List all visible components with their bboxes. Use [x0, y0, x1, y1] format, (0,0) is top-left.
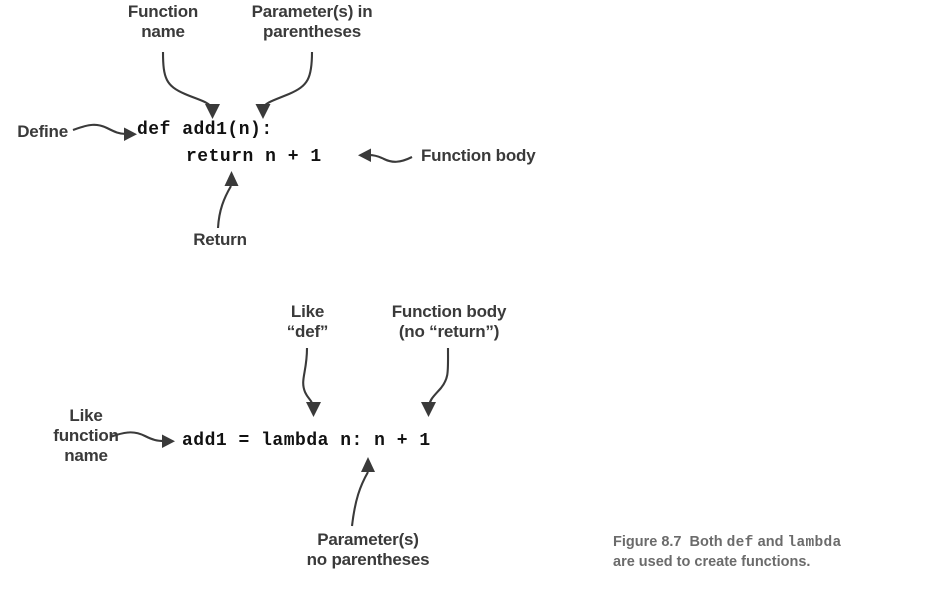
label-return: Return [193, 230, 247, 249]
code-def-line-2: return n + 1 [186, 147, 322, 167]
arrow-parameters-parens [255, 51, 314, 119]
label-function-body-lambda: Function body (no “return”) [391, 302, 507, 341]
arrow-function-body-lambda [421, 347, 450, 417]
label-function-name: Function name [127, 2, 199, 41]
label-function-body-def: Function body [421, 146, 536, 165]
caption-text-b: and [753, 534, 788, 550]
arrow-define [72, 123, 137, 141]
arrow-function-name [161, 51, 220, 119]
label-parameters-no-parentheses: Parameter(s) no parentheses [306, 530, 430, 569]
arrow-parameters-no-parens [350, 457, 375, 527]
caption-mono-def: def [726, 535, 754, 551]
arrow-like-def [302, 347, 321, 417]
label-parameters-in-parentheses: Parameter(s) in parentheses [251, 2, 373, 41]
code-lambda-line-1: add1 = lambda n: n + 1 [182, 431, 431, 451]
arrow-function-body-def [358, 148, 413, 163]
caption-text-a: Both [681, 534, 727, 550]
caption-line-2: are used to create functions. [613, 554, 811, 570]
caption-figure-number: Figure 8.7 [613, 534, 682, 550]
label-define: Define [17, 122, 68, 141]
figure-caption: Figure 8.7 Both def and lambda are used t… [613, 533, 929, 572]
label-like-function-name: Like function name [53, 406, 119, 465]
arrow-return [216, 171, 239, 229]
caption-mono-lambda: lambda [787, 535, 842, 551]
label-like-def: Like “def” [286, 302, 329, 341]
code-def-line-1: def add1(n): [137, 120, 273, 140]
